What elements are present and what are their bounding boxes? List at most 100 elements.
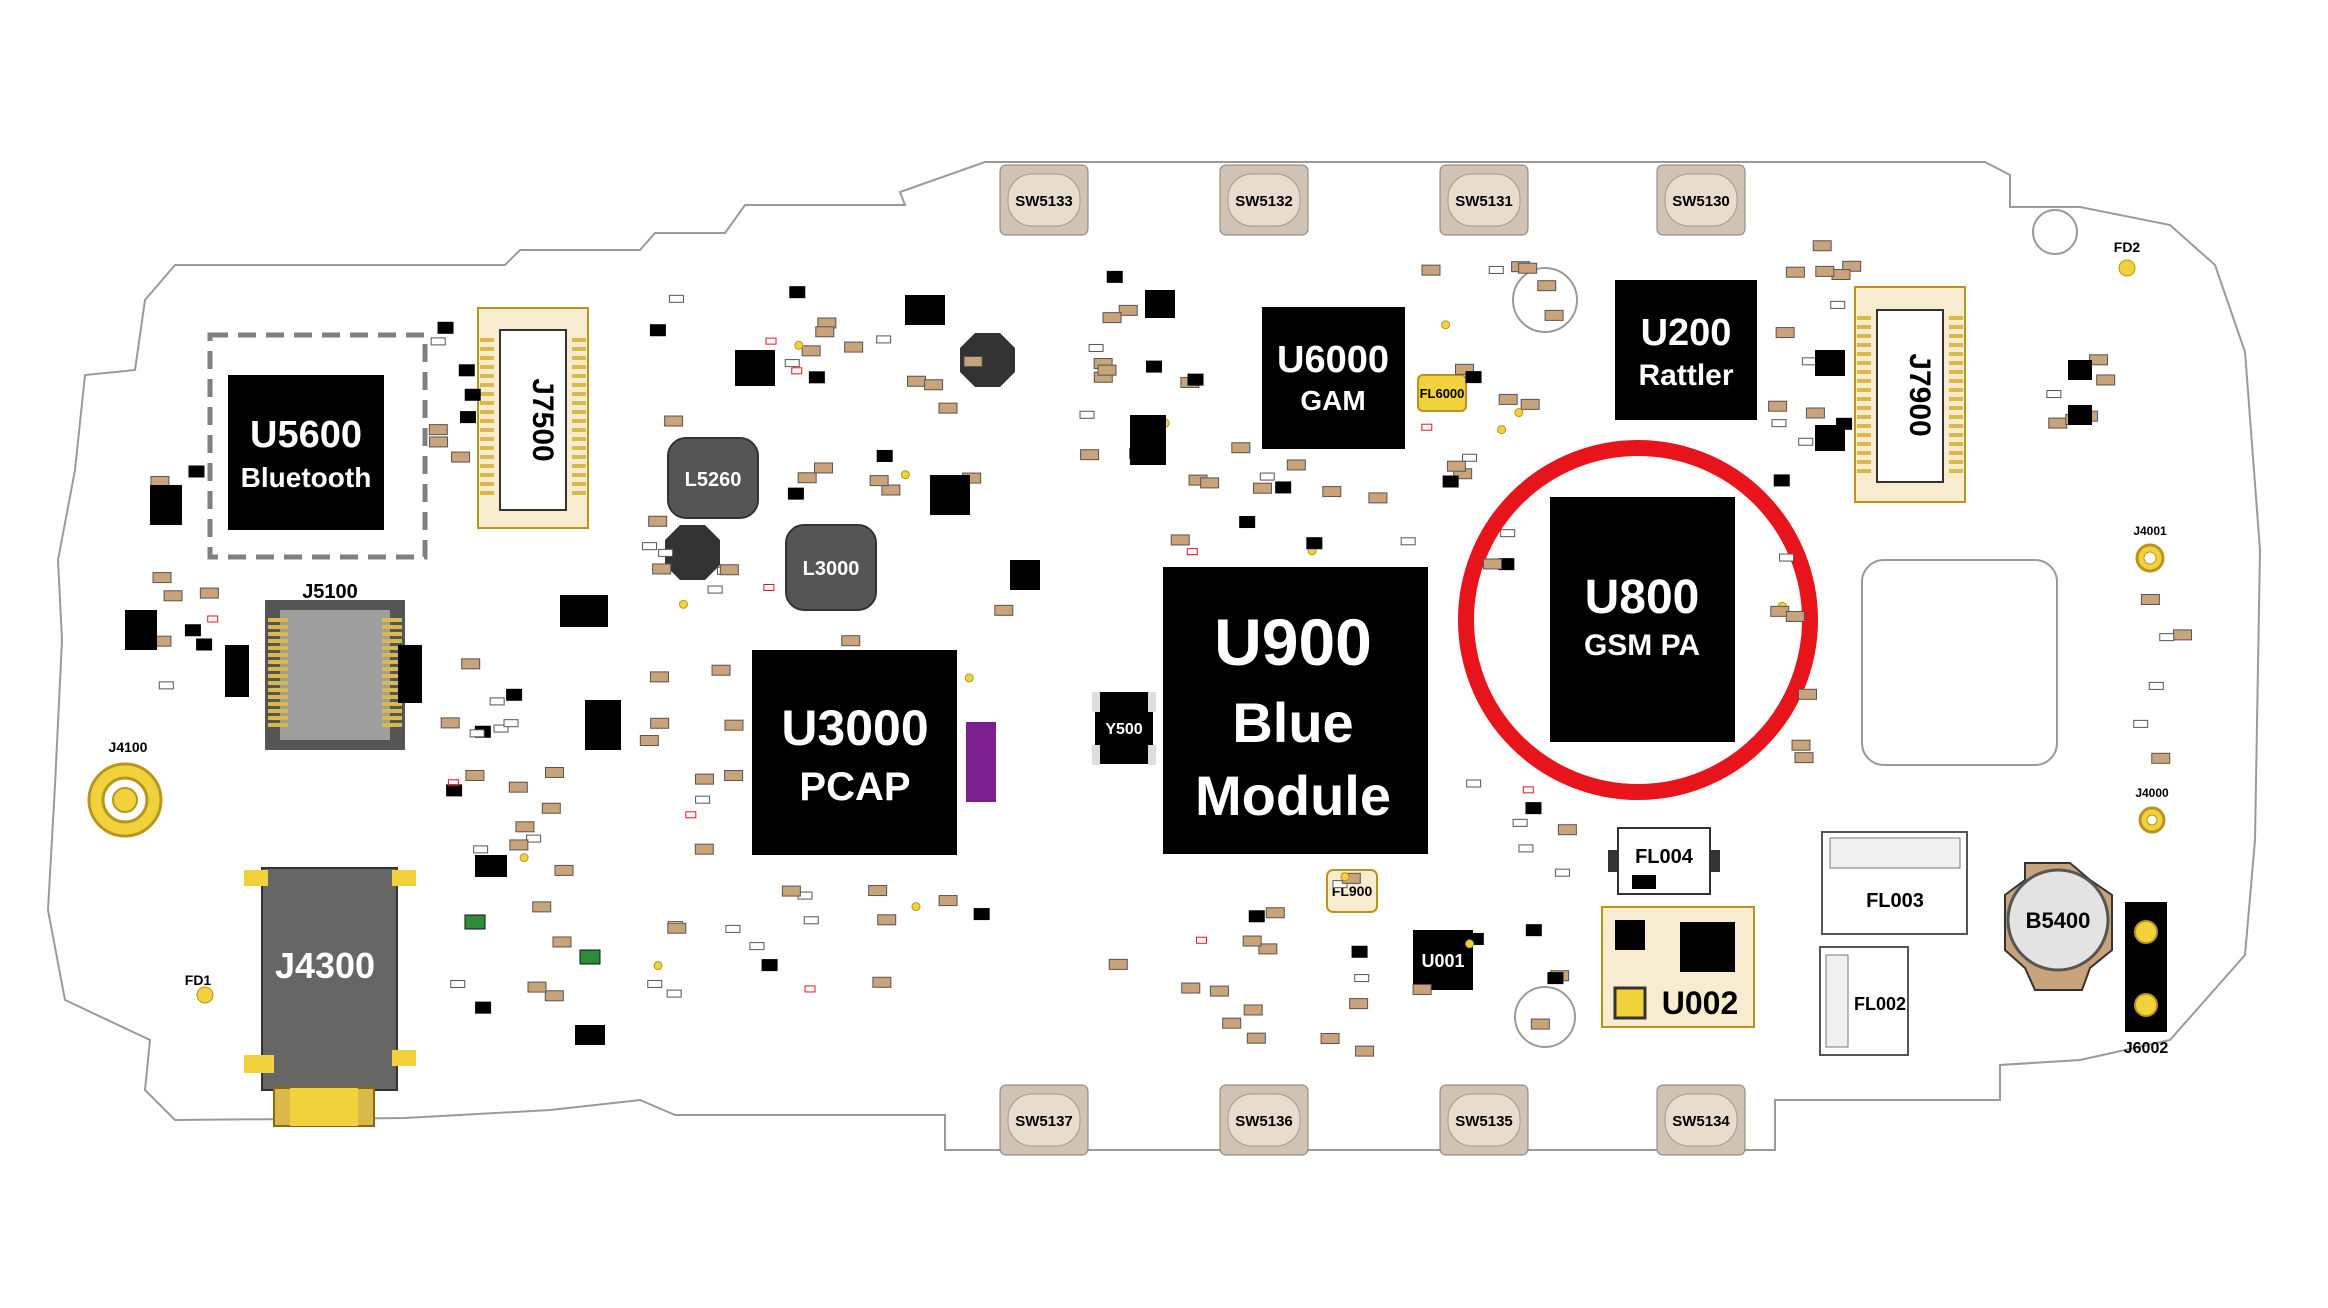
test-point [900, 470, 910, 480]
smd-capacitor [552, 936, 572, 948]
smd-capacitor [1108, 958, 1128, 970]
test-point [794, 340, 804, 350]
smd-capacitor [881, 484, 901, 496]
smd-transistor [464, 388, 481, 401]
smd-resistor [1462, 453, 1478, 462]
svg-text:J4300: J4300 [275, 945, 375, 986]
green-part [579, 949, 601, 965]
smd-capacitor [2172, 629, 2192, 641]
battery-b5400: B5400 [2004, 862, 2113, 991]
smd-resistor [1400, 537, 1416, 546]
smd-transistor [1248, 910, 1265, 923]
smd-capacitor [465, 769, 485, 781]
smd-capacitor [2140, 593, 2160, 605]
svg-text:U6000: U6000 [1277, 339, 1389, 381]
svg-text:B5400: B5400 [2026, 908, 2091, 933]
smd-resistor [469, 729, 485, 738]
smd-pad-unpopulated [207, 615, 219, 623]
svg-text:L5260: L5260 [685, 469, 742, 491]
smd-capacitor [150, 475, 170, 487]
smd-capacitor [781, 885, 801, 897]
smd-capacitor [868, 885, 888, 897]
smd-transistor [1773, 474, 1790, 487]
smd-transistor [1525, 802, 1542, 815]
smd-capacitor [1768, 400, 1788, 412]
smd-pad-unpopulated [685, 811, 697, 819]
svg-text:Y500: Y500 [1105, 721, 1142, 738]
smd-transistor [1146, 360, 1163, 373]
filter-fl6000: FL6000 [1417, 374, 1467, 412]
chip-u800: U800 GSM PA [1550, 497, 1735, 742]
svg-text:J7500: J7500 [526, 378, 559, 461]
empty-pad-area [1861, 559, 2058, 766]
ic-package [930, 475, 970, 515]
smd-capacitor [648, 515, 668, 527]
smd-transistor [649, 324, 666, 337]
ic-package [1815, 350, 1845, 376]
smd-capacitor [163, 590, 183, 602]
smd-capacitor [650, 717, 670, 729]
svg-text:SW5134: SW5134 [1672, 1113, 1730, 1130]
smd-pad-unpopulated [804, 985, 816, 993]
mount-hole [1512, 267, 1578, 333]
svg-text:Module: Module [1195, 764, 1391, 827]
smd-capacitor [1080, 449, 1100, 461]
inductor-l3000: L3000 [785, 524, 877, 611]
svg-text:FL003: FL003 [1866, 890, 1924, 912]
test-point [1497, 425, 1507, 435]
smd-resistor [450, 979, 466, 988]
smd-capacitor [1785, 610, 1805, 622]
smd-capacitor [1557, 824, 1577, 836]
connector-j5100 [265, 600, 405, 750]
octagon-part [960, 333, 1015, 387]
smd-resistor [2159, 633, 2175, 642]
smd-capacitor [1805, 407, 1825, 419]
chip-u200: U200 Rattler [1615, 280, 1757, 420]
smd-capacitor [1831, 269, 1851, 281]
smd-resistor [1518, 844, 1534, 853]
smd-capacitor [508, 781, 528, 793]
smd-transistor [1465, 371, 1482, 384]
ic-package [225, 645, 249, 697]
switch-sw5131: SW5131 [1439, 164, 1529, 236]
smd-transistor [196, 638, 213, 651]
smd-capacitor [1785, 266, 1805, 278]
smd-capacitor [924, 379, 944, 391]
smd-capacitor [527, 981, 547, 993]
switch-sw5136: SW5136 [1219, 1084, 1309, 1156]
smd-resistor [503, 719, 519, 728]
svg-text:SW5131: SW5131 [1455, 193, 1513, 210]
smd-capacitor [872, 976, 892, 988]
smd-capacitor [801, 345, 821, 357]
smd-transistor [1187, 373, 1204, 386]
smd-resistor [707, 585, 723, 594]
smd-capacitor [152, 572, 172, 584]
test-point [653, 961, 663, 971]
svg-text:U900: U900 [1214, 605, 1372, 679]
small-components [125, 240, 2192, 1057]
smd-capacitor [1842, 260, 1862, 272]
test-point [1465, 939, 1475, 949]
smd-capacitor [815, 326, 835, 338]
svg-text:SW5130: SW5130 [1672, 193, 1730, 210]
smd-transistor [876, 449, 893, 462]
smd-resistor [1798, 437, 1814, 446]
svg-text:SW5137: SW5137 [1015, 1113, 1073, 1130]
switch-sw5132: SW5132 [1219, 164, 1309, 236]
svg-text:U001: U001 [1421, 951, 1464, 971]
mount-hole [2032, 209, 2078, 255]
smd-resistor [668, 294, 684, 303]
smd-resistor [493, 724, 509, 733]
smd-transistor [789, 286, 806, 299]
ic-package [2068, 405, 2092, 425]
smd-transistor [1239, 516, 1256, 529]
smd-transistor [506, 688, 523, 701]
smd-resistor [1354, 974, 1370, 983]
purple-part [966, 722, 996, 802]
smd-capacitor [1243, 1004, 1263, 1016]
smd-pad-unpopulated [1186, 548, 1198, 556]
svg-text:L3000: L3000 [803, 558, 860, 580]
fiducial-fd2 [2118, 259, 2136, 277]
